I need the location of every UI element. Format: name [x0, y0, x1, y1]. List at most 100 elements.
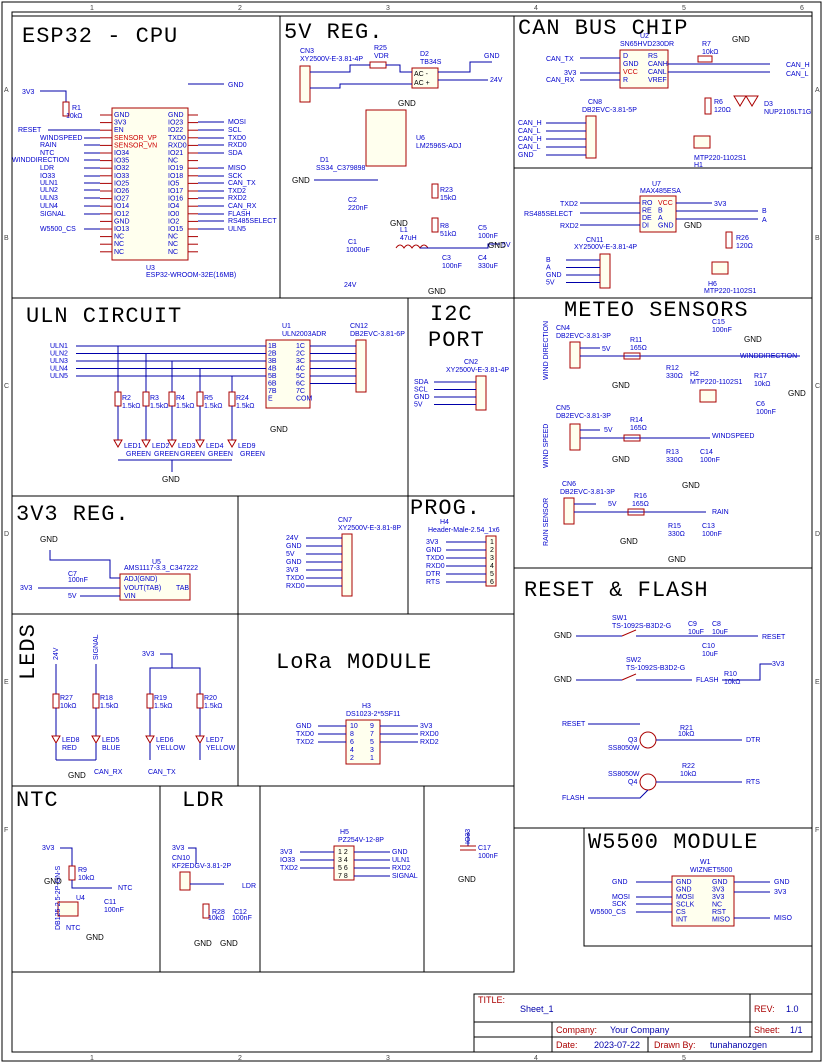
led-color-led8: RED — [62, 745, 77, 752]
esp32-pin-txd0: TXD0 — [168, 135, 186, 142]
ntc-label: NTC — [66, 925, 80, 932]
h1-header[interactable] — [693, 135, 711, 149]
section-title-i2c: I2C — [430, 302, 473, 327]
h5-block: H5 PZ254V-12-8P 1 23 45 67 8 3V3IO33TXD2… — [280, 829, 418, 881]
esp32-pin-io15: IO15 — [168, 226, 183, 233]
esp32-chip[interactable] — [111, 107, 189, 261]
d2-pin-acp: AC + — [414, 80, 430, 87]
uln-led-ref-led3: LED3 — [178, 443, 196, 450]
net-winddirection: WINDDIRECTION — [740, 353, 797, 360]
r13-ref: R13 — [666, 449, 679, 456]
u6-regulator[interactable] — [365, 109, 407, 167]
cn7-net-gnd: GND — [286, 543, 302, 550]
w5500-module[interactable] — [671, 875, 735, 927]
cn6-connector[interactable] — [563, 497, 575, 525]
meteo-gnd-cn5: GND — [612, 455, 630, 464]
esp32-pin-io34: IO34 — [114, 150, 129, 157]
cn12-connector[interactable] — [355, 339, 367, 393]
uln-net-uln2: ULN2 — [50, 351, 68, 358]
meteo-block: WIND DIRECTION CN4 DB2EVC-3.81-3P 5V R11… — [543, 319, 806, 564]
sw2-switch[interactable] — [621, 673, 637, 681]
u1-pin-1c: 1C — [296, 343, 305, 350]
h5-net-rxd2: RXD2 — [392, 865, 411, 872]
company-value: Your Company — [610, 1025, 670, 1035]
cn7-connector[interactable] — [341, 533, 353, 597]
can-net-canh: CAN_H — [786, 62, 810, 69]
cn6-net-5v: 5V — [608, 501, 617, 508]
r25-part: VDR — [374, 53, 389, 60]
led-diode-icon — [195, 735, 205, 745]
u1-pin-1b: 1B — [268, 343, 277, 350]
led-color-led5: BLUE — [102, 745, 121, 752]
esp32-net-rxd2: RXD2 — [228, 195, 247, 202]
c6-val: 100nF — [756, 409, 776, 416]
cn4-ref: CN4 — [556, 325, 570, 332]
h5-net-gnd: GND — [392, 849, 408, 856]
label-wind-direction: WIND DIRECTION — [543, 321, 550, 380]
leds-net-can-tx: CAN_TX — [148, 769, 176, 776]
w1-pin-gnd: GND — [676, 879, 692, 886]
h2-ref: H2 — [690, 371, 699, 378]
cn4-connector[interactable] — [569, 341, 581, 369]
c14-val: 100nF — [700, 457, 720, 464]
cn5-connector[interactable] — [569, 423, 581, 451]
cn10-part: KF2EDGV-3.81-2P — [172, 863, 231, 870]
grid-row-c-right: C — [815, 383, 820, 390]
sw1-switch[interactable] — [621, 629, 637, 637]
uln-led-icon — [113, 439, 123, 449]
u2-transceiver[interactable] — [619, 49, 669, 89]
cn5-net-5v: 5V — [604, 427, 613, 434]
cn11-connector[interactable] — [599, 253, 611, 289]
u7-pin-gnd: GND — [658, 223, 674, 230]
u4-ntc-connector[interactable] — [57, 901, 79, 917]
w1-pin-sclk: SCLK — [676, 902, 695, 909]
meteo-gnd-r12: GND — [612, 381, 630, 390]
cn7-net-txd0: TXD0 — [286, 575, 304, 582]
u7-transceiver[interactable] — [639, 195, 677, 233]
c17-ref: C17 — [478, 845, 491, 852]
section-title-esp32: ESP32 - CPU — [22, 24, 178, 49]
r26-ref: R26 — [736, 235, 749, 242]
cn3-connector[interactable] — [299, 65, 311, 103]
r12-val: 330Ω — [666, 373, 683, 380]
esp32-pin-io21: IO21 — [168, 150, 183, 157]
h4-header[interactable] — [485, 535, 497, 587]
cn11-net-gnd: GND — [546, 272, 562, 279]
net-rain: RAIN — [712, 509, 729, 516]
cn8-connector[interactable] — [585, 115, 597, 159]
u5-regulator[interactable] — [119, 573, 191, 601]
cn10-connector[interactable] — [179, 871, 191, 891]
r28-ref: R28 — [212, 909, 225, 916]
u1-driver[interactable] — [265, 339, 311, 409]
cn2-connector[interactable] — [475, 375, 487, 411]
u1-pin-com: COM — [296, 396, 313, 403]
leds-gnd: GND — [68, 771, 86, 780]
w1-pin-nc: NC — [712, 902, 722, 909]
h2-header[interactable] — [699, 389, 717, 403]
led-resistor-ref-r18: R18 — [100, 695, 113, 702]
cn5-ref: CN5 — [556, 405, 570, 412]
rs485-net-a: A — [762, 217, 767, 224]
r15-val: 330Ω — [668, 531, 685, 538]
esp32-pin-io12: IO12 — [114, 211, 129, 218]
section-title-meteo: METEO SENSORS — [564, 298, 749, 323]
h5-header[interactable] — [333, 845, 355, 881]
wire-u5-adj — [49, 550, 120, 579]
w1-pin-gnd: GND — [676, 887, 692, 894]
grid-col-2: 2 — [238, 5, 242, 12]
h3-header[interactable] — [345, 719, 381, 765]
grid-labels: 1 2 3 4 5 6 1 2 3 4 5 A B C D E F A B C … — [4, 5, 820, 1062]
section-title-can: CAN BUS CHIP — [518, 16, 688, 41]
uln-resistor-val-r4: 1.5kΩ — [176, 403, 194, 410]
grid-col-1: 1 — [90, 5, 94, 12]
meteo-gnd-c15: GND — [744, 335, 762, 344]
r16-val: 165Ω — [632, 501, 649, 508]
w5500-net-3v3: 3V3 — [774, 889, 787, 896]
h6-header[interactable] — [711, 261, 729, 275]
c14-ref: C14 — [700, 449, 713, 456]
d2-bridge[interactable] — [411, 67, 439, 89]
